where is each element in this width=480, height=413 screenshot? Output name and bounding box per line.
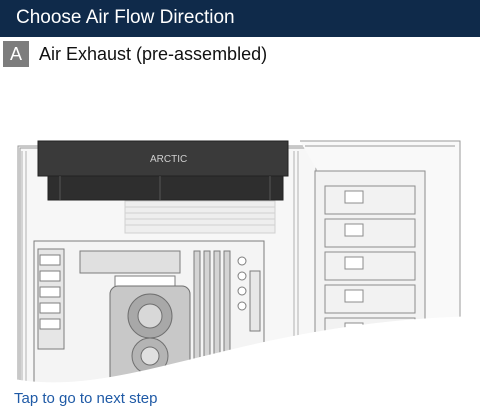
pc-case-illustration: ARCTIC — [0, 140, 480, 413]
page-title: Choose Air Flow Direction — [16, 7, 235, 28]
bottom-wave — [0, 316, 480, 413]
radiator — [37, 140, 289, 201]
step-title: Air Exhaust (pre-assembled) — [39, 44, 268, 64]
next-step-link[interactable]: Tap to go to next step — [14, 390, 158, 407]
radiator-logo: ARCTIC — [150, 154, 187, 165]
step-row — [0, 37, 480, 71]
cooler-tubes — [124, 200, 276, 234]
step-badge: A — [3, 41, 29, 67]
header-bar: Choose Air Flow Direction — [0, 0, 480, 37]
